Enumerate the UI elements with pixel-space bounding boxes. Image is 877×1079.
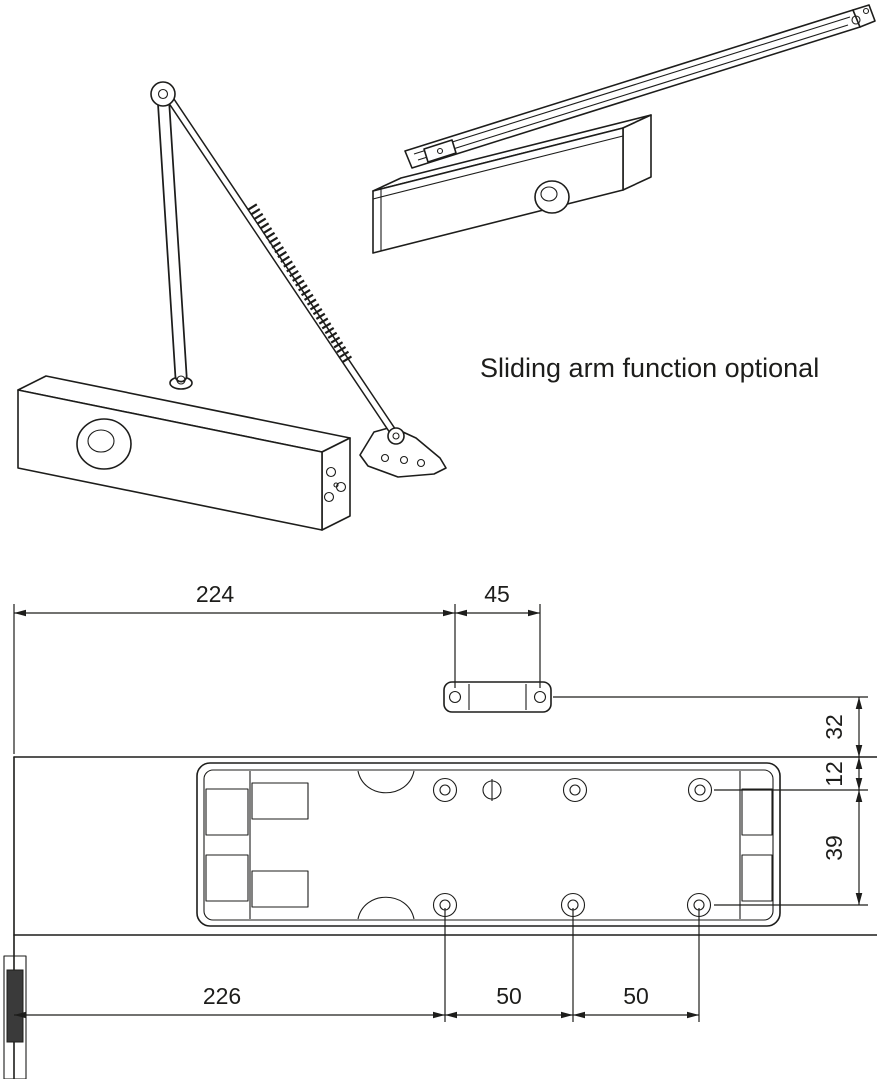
end-plate-center (333, 482, 339, 488)
rail-screw-small (862, 7, 870, 15)
dim-12-label: 12 (821, 761, 847, 787)
dim-32: 32 (821, 697, 863, 757)
plan-detail-rect (205, 788, 249, 836)
end-plate-hole (323, 491, 335, 503)
fixing-hole-inner (569, 784, 581, 796)
dim-50-b: 50 (573, 983, 699, 1019)
shoe-hole (416, 458, 426, 468)
slide-rail-slot-upper (413, 16, 851, 155)
dim-226: 226 (14, 983, 445, 1019)
dim-50-a: 50 (445, 983, 573, 1019)
valve-knob (76, 418, 132, 470)
plan-detail-rect (251, 782, 309, 820)
fixing-hole-inner (439, 784, 451, 796)
dim-45: 45 (455, 581, 540, 617)
plan-view (3, 681, 877, 1079)
scissor-arm-closer-isometric (17, 81, 447, 531)
slide-rail-end-cap (852, 4, 876, 28)
dim-224-label: 224 (196, 581, 235, 607)
end-plate-hole (325, 466, 337, 478)
plan-detail-rect (741, 854, 773, 902)
slide-body-end-face (622, 114, 652, 191)
dim-12: 12 (821, 757, 863, 790)
bracket-hole-left (448, 690, 462, 704)
fixing-hole (562, 777, 588, 803)
dim-50b-label: 50 (623, 983, 649, 1009)
dim-50a-label: 50 (496, 983, 522, 1009)
valve-knob-inner (87, 429, 115, 453)
slide-rail-closer-isometric (372, 4, 876, 254)
arm-base-pin (176, 375, 186, 385)
shoe-hole (380, 453, 390, 463)
closer-body-end-face (321, 437, 351, 531)
elbow-pivot (150, 81, 176, 107)
dim-39: 39 (821, 790, 863, 905)
caption-text: Sliding arm function optional (480, 353, 819, 383)
dim-45-label: 45 (484, 581, 510, 607)
slide-body-chamfer (372, 135, 624, 200)
slide-rail-slot (417, 24, 849, 161)
closer-plan-inner-outline (203, 769, 774, 921)
pinion-bump-bottom (357, 896, 415, 920)
forearm-rod-fill (165, 93, 399, 439)
rail-slider-block (423, 139, 457, 163)
dimension-annotations: 224 45 32 12 39 226 50 50 (13, 581, 868, 1022)
plan-detail-rect (741, 788, 773, 836)
elbow-pivot-hole (157, 88, 169, 100)
slide-body-front-face (372, 127, 624, 254)
shoe-pivot-hole (392, 432, 400, 440)
shoe-pivot (387, 427, 405, 445)
slide-valve-knob (534, 180, 570, 214)
plan-detail-rect (251, 870, 309, 908)
closer-plan-outline (196, 762, 781, 927)
fixing-hole-inner (694, 784, 706, 796)
forearm-threaded-section (247, 203, 354, 365)
dim-32-label: 32 (821, 714, 847, 740)
rail-screw (851, 15, 861, 25)
dim-224: 224 (14, 581, 455, 617)
bracket-hole-right (533, 690, 547, 704)
fixing-hole (687, 777, 713, 803)
dim-226-label: 226 (203, 983, 241, 1009)
plan-detail-rect (205, 854, 249, 902)
shoe-hole (399, 455, 409, 465)
door-edge-section-fill (6, 969, 24, 1043)
pinion-bump-top (357, 770, 415, 794)
arm-bracket-plate (443, 681, 552, 713)
dim-39-label: 39 (821, 835, 847, 861)
main-arm-fill (158, 89, 186, 381)
slide-valve-knob-inner (540, 186, 558, 202)
rail-slider-pin (436, 147, 444, 155)
fixing-hole (432, 777, 458, 803)
